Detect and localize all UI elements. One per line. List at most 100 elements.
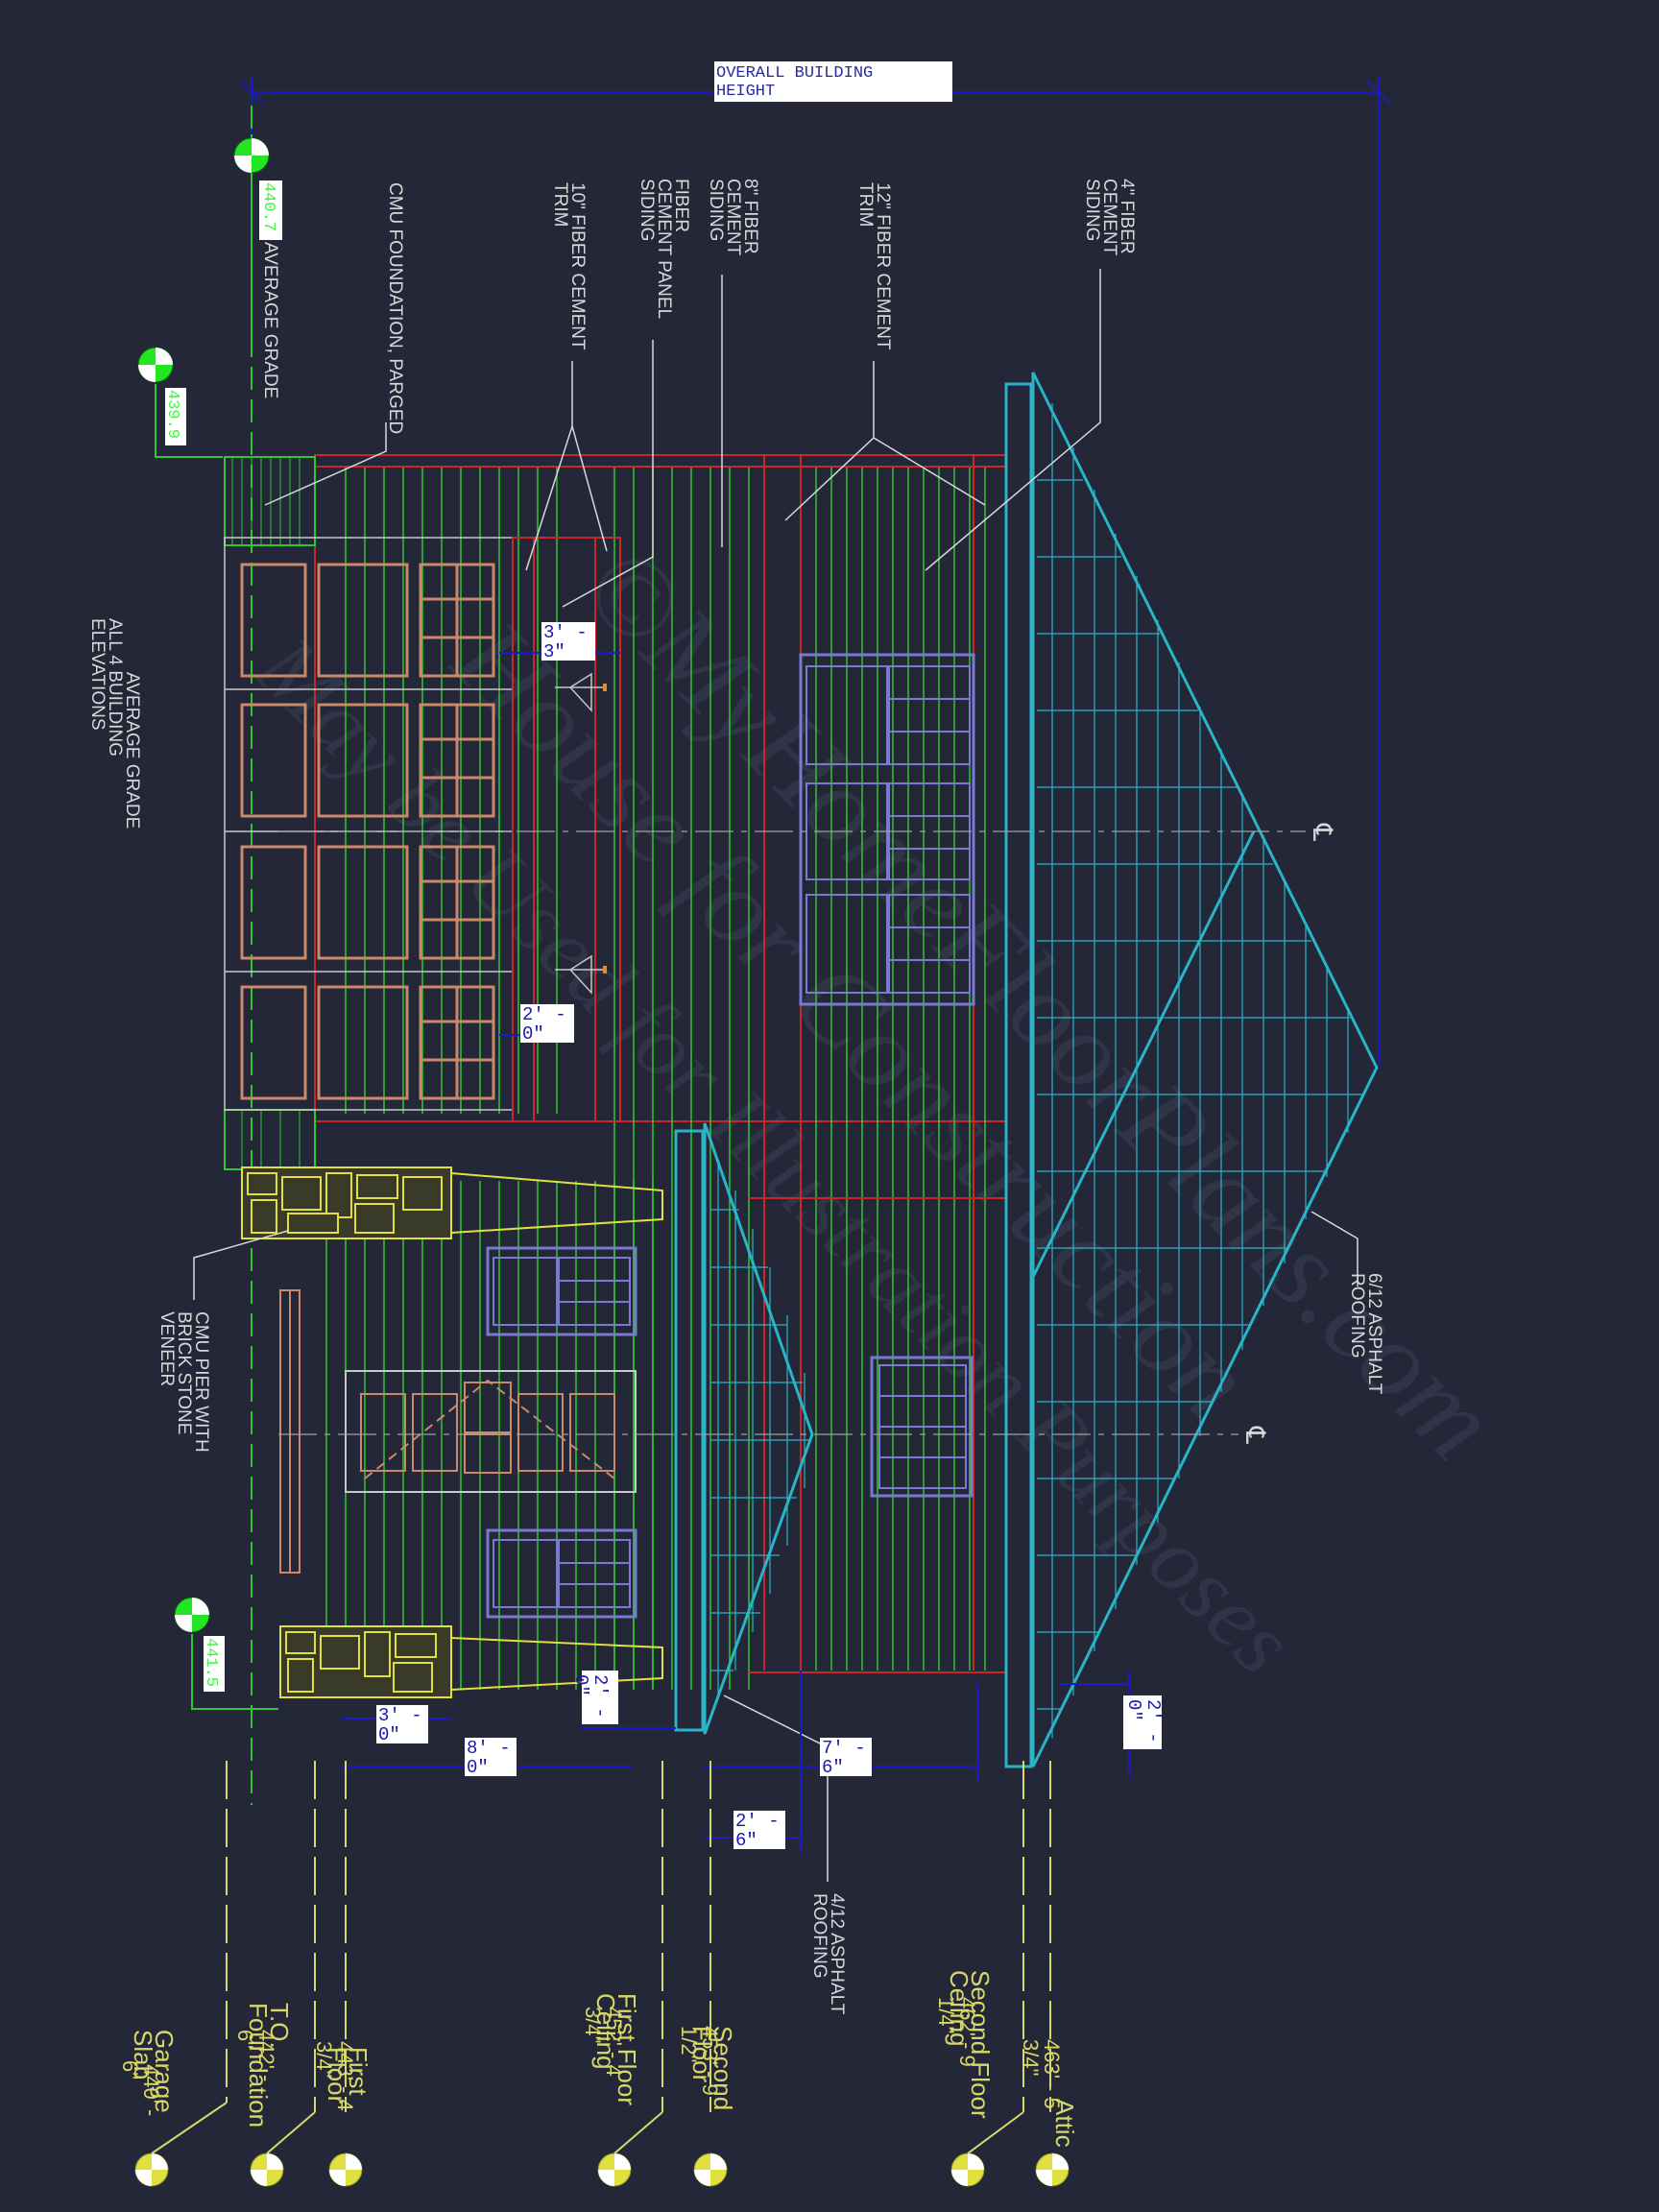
level-lines bbox=[226, 1761, 1051, 2112]
svg-text:3' -: 3' - bbox=[543, 622, 588, 643]
svg-text:First Floor: First Floor bbox=[613, 1993, 641, 2105]
cmu-pier-label-3: VENEER bbox=[156, 1311, 177, 1386]
svg-text:453' - 9: 453' - 9 bbox=[698, 2026, 722, 2096]
svg-text:Second Floor: Second Floor bbox=[966, 1970, 995, 2119]
watermark: ©MyHomeFloorPlans.com House for Construc… bbox=[235, 521, 1521, 1693]
svg-text:AVERAGE GRADE: AVERAGE GRADE bbox=[122, 672, 142, 829]
elevation-marker-1: 440.7 AVERAGE GRADE bbox=[233, 137, 282, 398]
svg-text:Attic: Attic bbox=[1050, 2099, 1079, 2148]
svg-text:462' - 9: 462' - 9 bbox=[955, 1997, 979, 2067]
roof-412-label-2: ROOFING bbox=[809, 1893, 830, 1979]
roof-612-label-1: 6/12 ASPHALT bbox=[1364, 1273, 1384, 1395]
fiber-8-label-1: 8" FIBER bbox=[740, 179, 760, 254]
leader-lines bbox=[193, 269, 1358, 1882]
fiber-4-label-1: 4" FIBER bbox=[1117, 179, 1137, 254]
svg-text:452' - 4: 452' - 4 bbox=[602, 2007, 626, 2077]
svg-text:8' -: 8' - bbox=[467, 1738, 511, 1759]
svg-text:3' -: 3' - bbox=[378, 1705, 422, 1726]
svg-text:3/4": 3/4" bbox=[581, 2007, 605, 2043]
svg-text:Ceiling: Ceiling bbox=[591, 1993, 620, 2070]
level-marker-second-floor-ceiling: Second Floor Ceiling 462' - 9 1/4" bbox=[934, 1970, 1024, 2187]
overall-height-label-box bbox=[714, 61, 952, 102]
svg-text:7' -: 7' - bbox=[822, 1738, 866, 1759]
cmu-pier-label-2: BRICK STONE bbox=[174, 1311, 194, 1434]
centerlines: ℄ ℄ bbox=[278, 823, 1337, 1444]
lower-windows bbox=[486, 1246, 637, 1619]
fiber-8-label-2: CEMENT bbox=[723, 179, 743, 256]
svg-text:0": 0" bbox=[1123, 1699, 1144, 1721]
svg-text:0": 0" bbox=[467, 1757, 489, 1778]
svg-text:Floor: Floor bbox=[687, 2026, 716, 2083]
roof-412-label-1: 4/12 ASPHALT bbox=[827, 1893, 847, 2015]
level-marker-first-floor-ceiling: First Floor Ceiling 452' - 4 3/4" bbox=[581, 1993, 663, 2187]
fiber-trim-12-label: 12" FIBER CEMENT bbox=[873, 182, 893, 350]
svg-text:442' -: 442' - bbox=[254, 2030, 278, 2081]
fiber-trim-10-label-b: TRIM bbox=[550, 182, 570, 227]
elevation-marker-2: 439.9 bbox=[137, 347, 223, 458]
cmu-foundation-label: CMU FOUNDATION, PARGED bbox=[385, 182, 405, 434]
centerline-symbol-1: ℄ bbox=[1308, 823, 1337, 841]
fiber-panel-label-1: FIBER bbox=[671, 179, 691, 232]
fiber-4-label-3: SIDING bbox=[1082, 179, 1102, 241]
svg-text:Foundation: Foundation bbox=[244, 2003, 273, 2128]
svg-text:440' -: 440' - bbox=[139, 2064, 163, 2116]
svg-text:1/2": 1/2" bbox=[677, 2026, 701, 2062]
stone-pier-1 bbox=[241, 1166, 663, 1239]
fiber-trim-12-label-b: TRIM bbox=[855, 182, 876, 227]
overall-height-line-2: HEIGHT bbox=[716, 83, 775, 101]
svg-text:0": 0" bbox=[378, 1724, 400, 1745]
svg-text:6": 6" bbox=[735, 1830, 757, 1851]
cmu-pier-label-1: CMU PIER WITH bbox=[191, 1311, 211, 1453]
fiber-panel-label-3: SIDING bbox=[637, 179, 657, 241]
fiber-4-label-2: CEMENT bbox=[1099, 179, 1119, 256]
porch-steps bbox=[279, 1289, 301, 1574]
svg-text:Second: Second bbox=[709, 2026, 737, 2110]
svg-text:0": 0" bbox=[522, 1023, 544, 1045]
entry-door bbox=[345, 1370, 637, 1493]
average-grade-note: AVERAGE GRADE ALL 4 BUILDING ELEVATIONS bbox=[87, 618, 142, 829]
overall-height-dimension: OVERALL BUILDING HEIGHT bbox=[239, 61, 1391, 1066]
svg-text:Floor: Floor bbox=[323, 2047, 351, 2104]
roof-612-label-2: ROOFING bbox=[1347, 1273, 1367, 1358]
svg-text:2' -: 2' - bbox=[522, 1004, 566, 1025]
level-marker-second-floor: Second Floor 453' - 9 1/2" bbox=[677, 2026, 737, 2187]
average-grade-label: AVERAGE GRADE bbox=[260, 242, 280, 398]
fiber-trim-10-label: 10" FIBER CEMENT bbox=[567, 182, 588, 350]
elevation-marker-3: 441.5 bbox=[174, 1597, 278, 1710]
svg-text:Garage: Garage bbox=[150, 2030, 179, 2113]
dimension-labels: 3' - 3" 2' - 0" 3' - 0" 8' - 0" 2' - 0" … bbox=[376, 622, 1164, 1851]
fiber-8-label-3: SIDING bbox=[706, 179, 726, 241]
wall-light-2 bbox=[555, 954, 607, 995]
svg-text:6": 6" bbox=[233, 2030, 257, 2049]
overall-height-line-1: OVERALL BUILDING bbox=[716, 64, 873, 83]
svg-text:Ceiling: Ceiling bbox=[945, 1970, 974, 2047]
elevation-marker-1-value: 440.7 bbox=[259, 182, 277, 231]
svg-text:3/4": 3/4" bbox=[312, 2041, 336, 2078]
svg-text:6": 6" bbox=[118, 2060, 142, 2080]
svg-text:0": 0" bbox=[570, 1674, 591, 1696]
centerline-symbol-2: ℄ bbox=[1240, 1426, 1270, 1444]
level-marker-attic: Attic 463' - 5 3/4" bbox=[1019, 2039, 1079, 2187]
stone-pier-2 bbox=[279, 1625, 663, 1698]
svg-text:1/4": 1/4" bbox=[934, 1997, 958, 2033]
svg-text:443' - 4: 443' - 4 bbox=[333, 2041, 357, 2111]
svg-text:First: First bbox=[344, 2047, 373, 2096]
svg-text:Slab: Slab bbox=[129, 2030, 157, 2080]
svg-text:2' -: 2' - bbox=[1142, 1699, 1164, 1743]
main-roof bbox=[1004, 372, 1379, 1768]
level-marker-first-floor: First Floor 443' - 4 3/4" bbox=[312, 2041, 373, 2187]
elevation-marker-3-value: 441.5 bbox=[202, 1638, 220, 1687]
svg-text:463' - 5: 463' - 5 bbox=[1040, 2039, 1064, 2109]
svg-text:ALL 4 BUILDING: ALL 4 BUILDING bbox=[105, 618, 125, 757]
fiber-panel-label-2: CEMENT PANEL bbox=[654, 179, 674, 319]
wall-light-1 bbox=[555, 672, 607, 712]
elevation-marker-2-value: 439.9 bbox=[163, 390, 181, 439]
svg-text:ELEVATIONS: ELEVATIONS bbox=[87, 618, 108, 731]
level-marker-garage-slab: Garage Slab 440' - 6" bbox=[118, 2030, 228, 2187]
upper-windows bbox=[799, 653, 975, 1498]
level-marker-to-foundation: T.O. Foundation 442' - 6" bbox=[233, 2003, 316, 2187]
svg-text:3/4": 3/4" bbox=[1019, 2039, 1043, 2076]
callout-labels: CMU FOUNDATION, PARGED 10" FIBER CEMENT … bbox=[156, 179, 1384, 2015]
svg-text:3": 3" bbox=[543, 641, 565, 662]
svg-text:T.O.: T.O. bbox=[265, 2003, 294, 2049]
